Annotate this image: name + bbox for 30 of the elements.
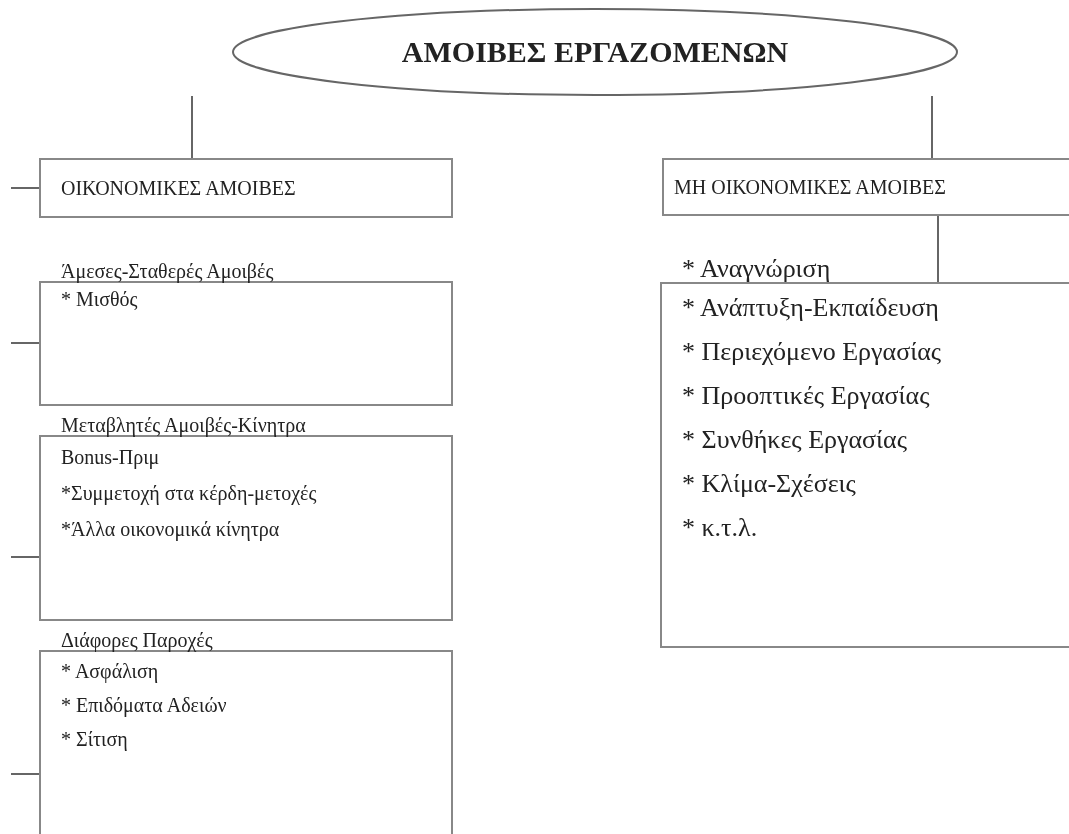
list-item: * Ασφάλιση (61, 659, 160, 685)
list-item: * Κλίμα-Σχέσεις (682, 468, 857, 500)
list-item: * Επιδόματα Αδειών (61, 693, 228, 719)
group-heading: Διάφορες Παροχές (61, 628, 213, 652)
list-item: * Σίτιση (61, 727, 129, 753)
connector-line (10, 342, 40, 344)
category-heading: ΟΙΚΟΝΟΜΙΚΕΣ ΑΜΟΙΒΕΣ (61, 176, 296, 200)
connector-line (10, 556, 40, 558)
title-ellipse (232, 8, 958, 96)
list-item: Bonus-Πριμ (61, 445, 161, 471)
connector-line (931, 95, 933, 159)
list-item: * Μισθός (61, 287, 139, 312)
category-box (39, 158, 453, 218)
list-item: *Άλλα οικονομικά κίνητρα (61, 517, 281, 543)
list-item: * Ανάπτυξη-Εκπαίδευση (682, 292, 940, 324)
node-label: ΑΜΟΙΒΕΣ ΕΡΓΑΖΟΜΕΝΩΝ (401, 35, 789, 69)
list-item: * Συνθήκες Εργασίας (682, 424, 909, 456)
list-item: * Περιεχόμενο Εργασίας (682, 336, 943, 368)
list-item: *Συμμετοχή στα κέρδη-μετοχές (61, 481, 318, 507)
group-heading: Άμεσες-Σταθερές Αμοιβές (61, 259, 274, 283)
group-heading: Μεταβλητές Αμοιβές-Κίνητρα (61, 413, 306, 437)
category-box (662, 158, 1069, 216)
connector-line (10, 187, 40, 189)
list-item: * Αναγνώριση (682, 252, 831, 284)
connector-line (10, 773, 40, 775)
category-heading: ΜΗ ΟΙΚΟΝΟΜΙΚΕΣ ΑΜΟΙΒΕΣ (674, 175, 946, 199)
connector-line (191, 95, 193, 159)
list-item: * κ.τ.λ. (682, 512, 759, 544)
connector-line (937, 215, 939, 283)
list-item: * Προοπτικές Εργασίας (682, 380, 931, 412)
